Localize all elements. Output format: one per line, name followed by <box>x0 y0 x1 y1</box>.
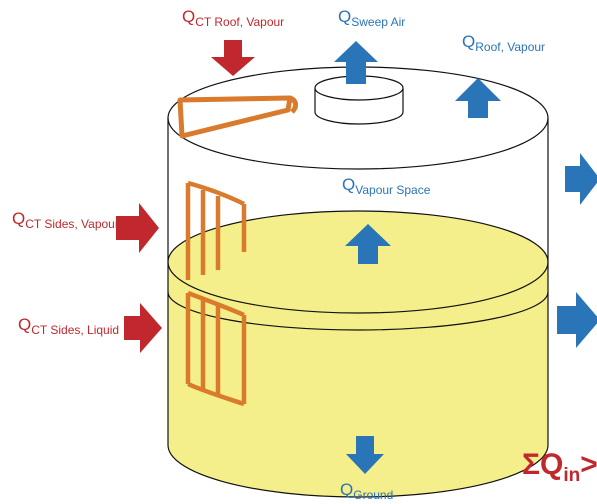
liquid-bottom-edge <box>167 444 549 498</box>
label-ct-sides-liquid: QCT Sides, Liquid <box>18 315 120 337</box>
roof-conductor <box>177 95 299 139</box>
label-vapour-space: QVapour Space <box>342 175 431 197</box>
side-conductor-vapour <box>185 180 247 280</box>
arrow-ct-roof-vapour <box>211 40 255 76</box>
energy-summation-text: ΣQin> <box>522 448 597 486</box>
label-ct-roof-vapour: QCT Roof, Vapour <box>182 7 285 29</box>
arrow-side-vapour-out <box>565 153 597 205</box>
label-sweep-air: QSweep Air <box>338 7 406 29</box>
arrow-ct-sides-vapour <box>116 203 159 253</box>
label-ground: QGround <box>340 480 394 502</box>
label-roof-vapour: QRoof, Vapour <box>462 32 546 54</box>
arrow-sweep-air <box>334 41 378 84</box>
arrow-side-liquid-out <box>557 292 597 348</box>
roof-vent <box>314 75 404 125</box>
arrow-ground <box>346 436 384 474</box>
arrow-vapour-space <box>345 224 391 264</box>
side-conductor-liquid <box>185 290 247 407</box>
arrow-roof-vapour <box>455 78 501 118</box>
label-ct-sides-vapour: QCT Sides, Vapour <box>12 209 119 231</box>
arrow-ct-sides-liquid <box>124 303 162 353</box>
